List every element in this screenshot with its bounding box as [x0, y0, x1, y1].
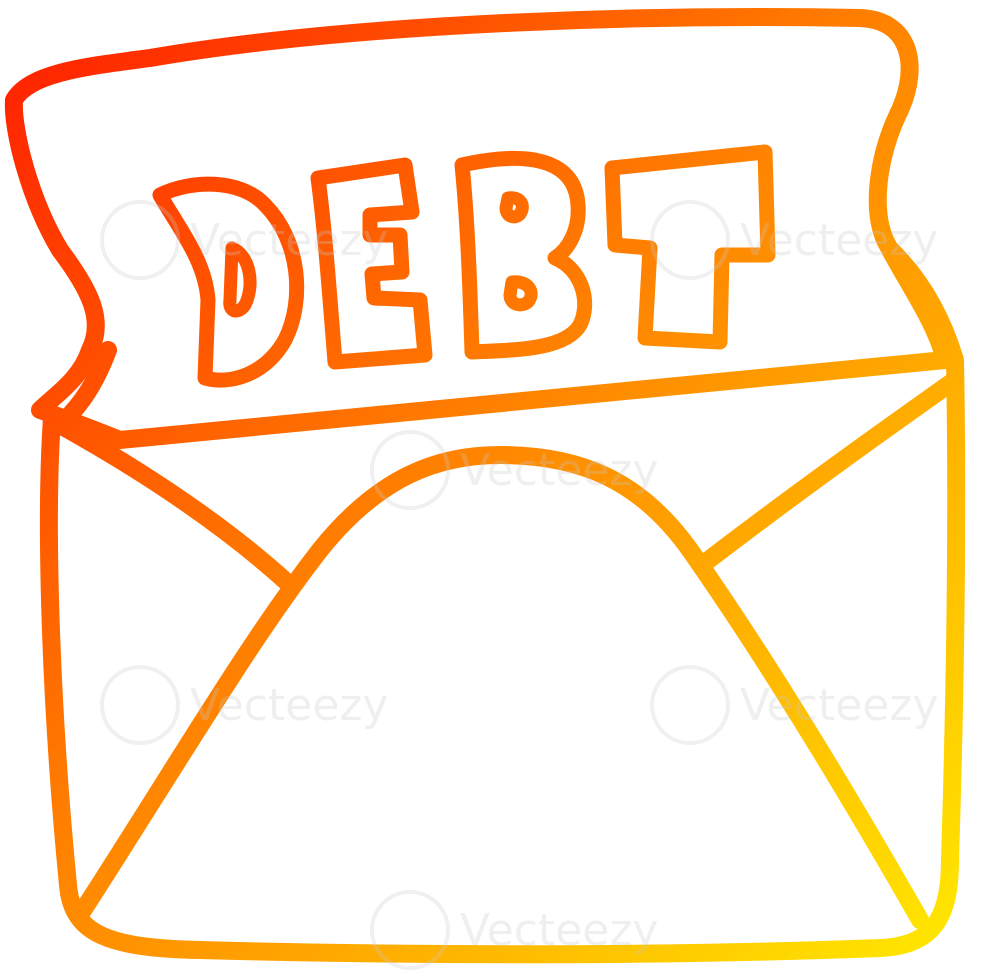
watermark-text-3: Vecteezy	[460, 445, 658, 496]
watermark-text-1: Vecteezy	[190, 215, 388, 266]
letter-b-upper-counter	[499, 191, 529, 224]
paper-fold-right	[931, 326, 964, 374]
watermark-text-5: Vecteezy	[740, 680, 938, 731]
envelope-right-flap	[693, 371, 964, 574]
letter-b-lower-counter	[503, 275, 538, 312]
headline-debt	[152, 144, 776, 388]
watermark-logo	[650, 200, 730, 280]
envelope-pocket-arch	[71, 446, 929, 929]
letter-t	[604, 144, 776, 350]
watermark-logo	[100, 665, 180, 745]
watermark-logo	[370, 430, 450, 510]
watermark-text-6: Vecteezy	[460, 905, 658, 956]
paper-fold-left	[56, 341, 117, 429]
letter-b	[454, 150, 593, 360]
watermark-logo	[370, 890, 450, 970]
watermark-text-4: Vecteezy	[190, 680, 388, 731]
watermark-layer: Vecteezy Vecteezy Vecteezy Vecteezy Vect…	[100, 200, 938, 970]
envelope-left-flap	[51, 416, 299, 594]
letter-d-counter	[223, 241, 257, 318]
watermark-text-2: Vecteezy	[740, 215, 938, 266]
watermark-logo	[650, 665, 730, 745]
watermark-logo	[100, 200, 180, 280]
letter-e	[310, 157, 433, 370]
